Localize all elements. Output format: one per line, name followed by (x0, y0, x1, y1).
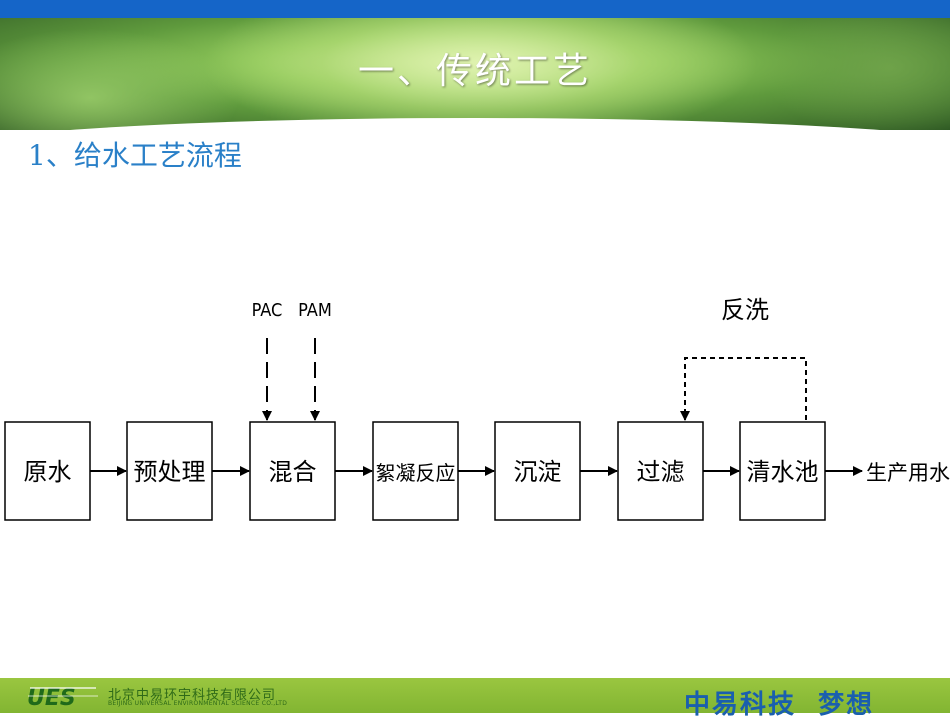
header-banner (0, 18, 950, 130)
company-name-cn: 北京中易环宇科技有限公司 (108, 688, 277, 703)
process-box-clear-water-tank: 清水池 (739, 421, 826, 521)
svg-text:沉淀: 沉淀 (514, 458, 562, 486)
svg-text:预处理: 预处理 (134, 458, 206, 486)
svg-text:清水池: 清水池 (747, 458, 819, 486)
svg-text:原水: 原水 (24, 458, 72, 486)
svg-text:过滤: 过滤 (637, 458, 685, 486)
company-logo: UES (27, 686, 98, 708)
process-box-filtration: 过滤 (617, 421, 704, 521)
process-box-pretreatment: 预处理 (126, 421, 213, 521)
page-title: 一、传统工艺 (357, 51, 592, 92)
output-label: 生产用水 (866, 461, 950, 485)
process-box-raw-water: 原水 (4, 421, 91, 521)
company-name-en: BEIJING UNIVERSAL ENVIRONMENTAL SCIENCE … (108, 700, 288, 707)
backwash-label: 反洗 (721, 296, 769, 324)
process-flow-diagram: PAC PAM 反洗 原水 预处理 混合 絮凝反应 沉淀 过滤 清水池 生产用水 (4, 296, 950, 521)
process-box-mixing: 混合 (249, 421, 336, 521)
process-box-sedimentation: 沉淀 (494, 421, 581, 521)
footer-bar (0, 678, 950, 713)
footer-slogan: 中易科技 梦想 (684, 690, 875, 720)
process-box-flocculation: 絮凝反应 (372, 421, 459, 521)
chemical-label-pac: PAC (252, 300, 283, 321)
section-subtitle: 1、给水工艺流程 (28, 139, 242, 172)
svg-text:絮凝反应: 絮凝反应 (376, 461, 456, 485)
svg-text:混合: 混合 (269, 458, 317, 486)
backwash-loop (680, 357, 807, 421)
top-bar (0, 0, 950, 18)
svg-text:UES: UES (27, 686, 76, 708)
header-curve (0, 118, 950, 130)
chemical-label-pam: PAM (298, 300, 332, 321)
